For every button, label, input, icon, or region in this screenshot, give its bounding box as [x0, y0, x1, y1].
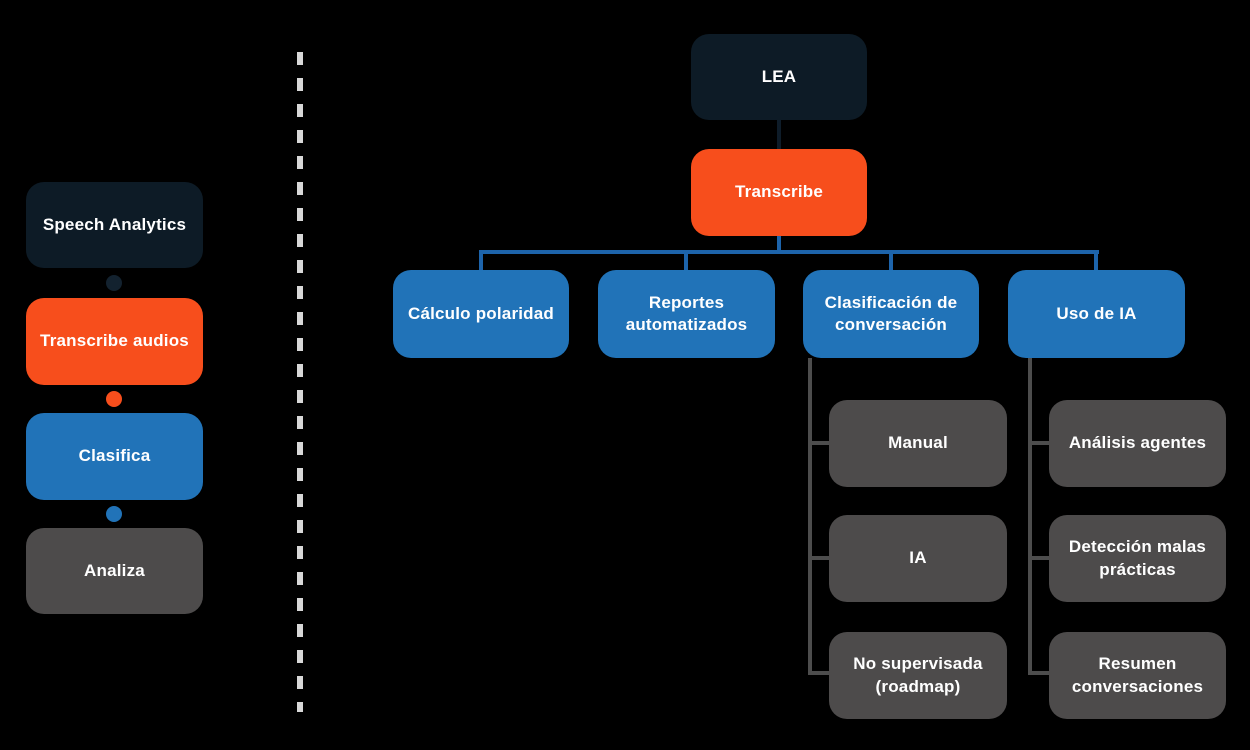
dashed-divider	[297, 52, 303, 712]
tree-node-label: Detección malas prácticas	[1068, 537, 1207, 579]
tree-node-label: Resumen conversaciones	[1071, 654, 1204, 696]
tree-node-label: LEA	[761, 66, 797, 86]
tree-node-label: Clasificación de conversación	[824, 292, 958, 334]
connector-root-to-process	[777, 120, 781, 150]
tree-node-label: Reportes automatizados	[625, 292, 748, 334]
connector-sub-stub	[1028, 671, 1053, 675]
connector-sub-stub	[808, 441, 833, 445]
tree-node-uso-de-ia: Uso de IA	[1008, 270, 1185, 358]
tree-node-ia: IA	[829, 515, 1007, 602]
connector-branch-drop	[1094, 250, 1098, 271]
tree-node-label: No supervisada (roadmap)	[853, 654, 983, 696]
flow-dot-orange	[106, 391, 122, 407]
connector-process-to-branches	[777, 236, 781, 252]
tree-node-calculo-polaridad: Cálculo polaridad	[393, 270, 569, 358]
connector-branch-drop	[479, 250, 483, 271]
connector-sub-stub	[1028, 556, 1053, 560]
flow-node-label: Analiza	[84, 560, 145, 580]
connector-sub-vertical-right	[1028, 358, 1032, 675]
tree-node-label: Cálculo polaridad	[407, 303, 555, 323]
connector-branch-drop	[889, 250, 893, 271]
connector-branch-drop	[684, 250, 688, 271]
flow-node-speech-analytics: Speech Analytics	[26, 182, 203, 268]
tree-node-transcribe: Transcribe	[691, 149, 867, 236]
connector-sub-stub	[1028, 441, 1053, 445]
tree-node-label: Análisis agentes	[1068, 433, 1207, 453]
connector-sub-stub	[808, 671, 833, 675]
connector-sub-vertical-left	[808, 358, 812, 675]
tree-node-reportes-automatizados: Reportes automatizados	[598, 270, 775, 358]
tree-node-label: Manual	[888, 433, 948, 453]
tree-node-label: Transcribe	[735, 182, 823, 202]
flow-node-clasifica: Clasifica	[26, 413, 203, 500]
flow-node-transcribe-audios: Transcribe audios	[26, 298, 203, 385]
tree-node-lea: LEA	[691, 34, 867, 120]
flow-dot-navy	[106, 275, 122, 291]
tree-node-label: IA	[909, 548, 927, 568]
flow-node-analiza: Analiza	[26, 528, 203, 614]
flow-node-label: Clasifica	[78, 446, 151, 466]
tree-node-clasificacion-conversacion: Clasificación de conversación	[803, 270, 979, 358]
connector-branch-horizontal	[479, 250, 1099, 254]
connector-sub-stub	[808, 556, 833, 560]
tree-node-resumen-conversaciones: Resumen conversaciones	[1049, 632, 1226, 719]
tree-node-no-supervisada: No supervisada (roadmap)	[829, 632, 1007, 719]
tree-node-deteccion-malas-practicas: Detección malas prácticas	[1049, 515, 1226, 602]
tree-node-label: Uso de IA	[1056, 303, 1137, 323]
flow-dot-blue	[106, 506, 122, 522]
flow-node-label: Speech Analytics	[42, 214, 187, 234]
tree-node-manual: Manual	[829, 400, 1007, 487]
tree-node-analisis-agentes: Análisis agentes	[1049, 400, 1226, 487]
flow-node-label: Transcribe audios	[40, 331, 189, 351]
